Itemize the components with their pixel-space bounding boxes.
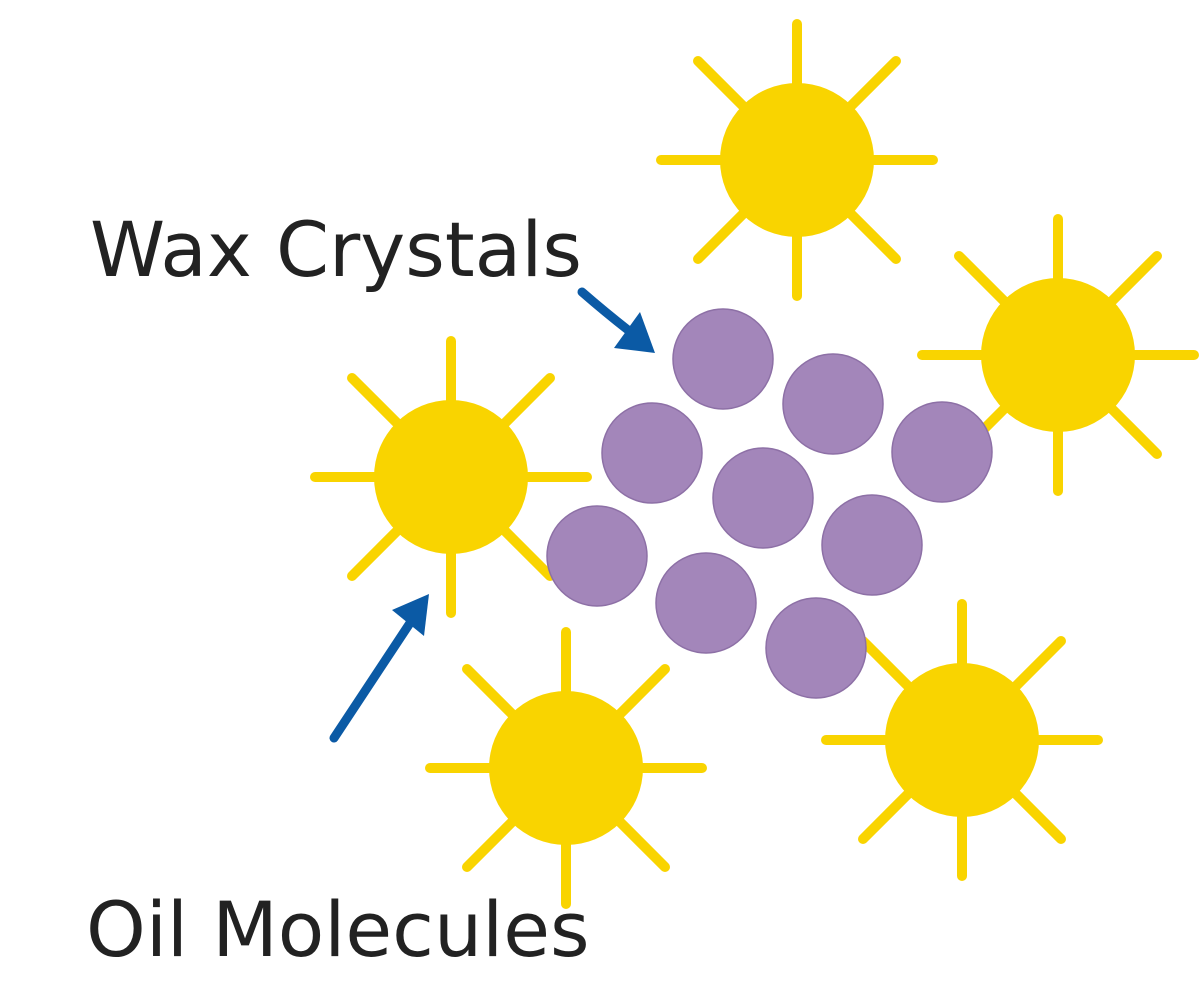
wax-crystal: [655, 552, 757, 654]
wax-crystal: [891, 401, 993, 503]
oil-molecule-body: [981, 278, 1135, 432]
oil-molecules-label: Oil Molecules: [86, 885, 590, 974]
wax-crystal: [712, 447, 814, 549]
wax-arrow-head: [614, 312, 655, 353]
wax-crystal: [821, 494, 923, 596]
oil-molecule: [821, 599, 1103, 881]
oil-arrow-shaft: [329, 615, 417, 743]
wax-crystal: [601, 402, 703, 504]
oil-molecules-group: [310, 19, 1199, 909]
oil-molecule: [656, 19, 938, 301]
wax-crystal: [765, 597, 867, 699]
wax-arrow-shaft: [577, 287, 633, 335]
oil-molecule-body: [489, 691, 643, 845]
wax-crystal: [782, 353, 884, 455]
oil-molecule: [310, 336, 592, 618]
arrows-group: [329, 287, 655, 743]
oil-molecule: [425, 627, 707, 909]
wax-crystals-group: [546, 308, 993, 699]
wax-crystal: [546, 505, 648, 607]
oil-arrow-head: [392, 594, 429, 636]
wax-crystal: [672, 308, 774, 410]
oil-molecule-body: [374, 400, 528, 554]
wax-crystals-label: Wax Crystals: [90, 205, 582, 294]
oil-molecule-body: [885, 663, 1039, 817]
oil-molecule-body: [720, 83, 874, 237]
